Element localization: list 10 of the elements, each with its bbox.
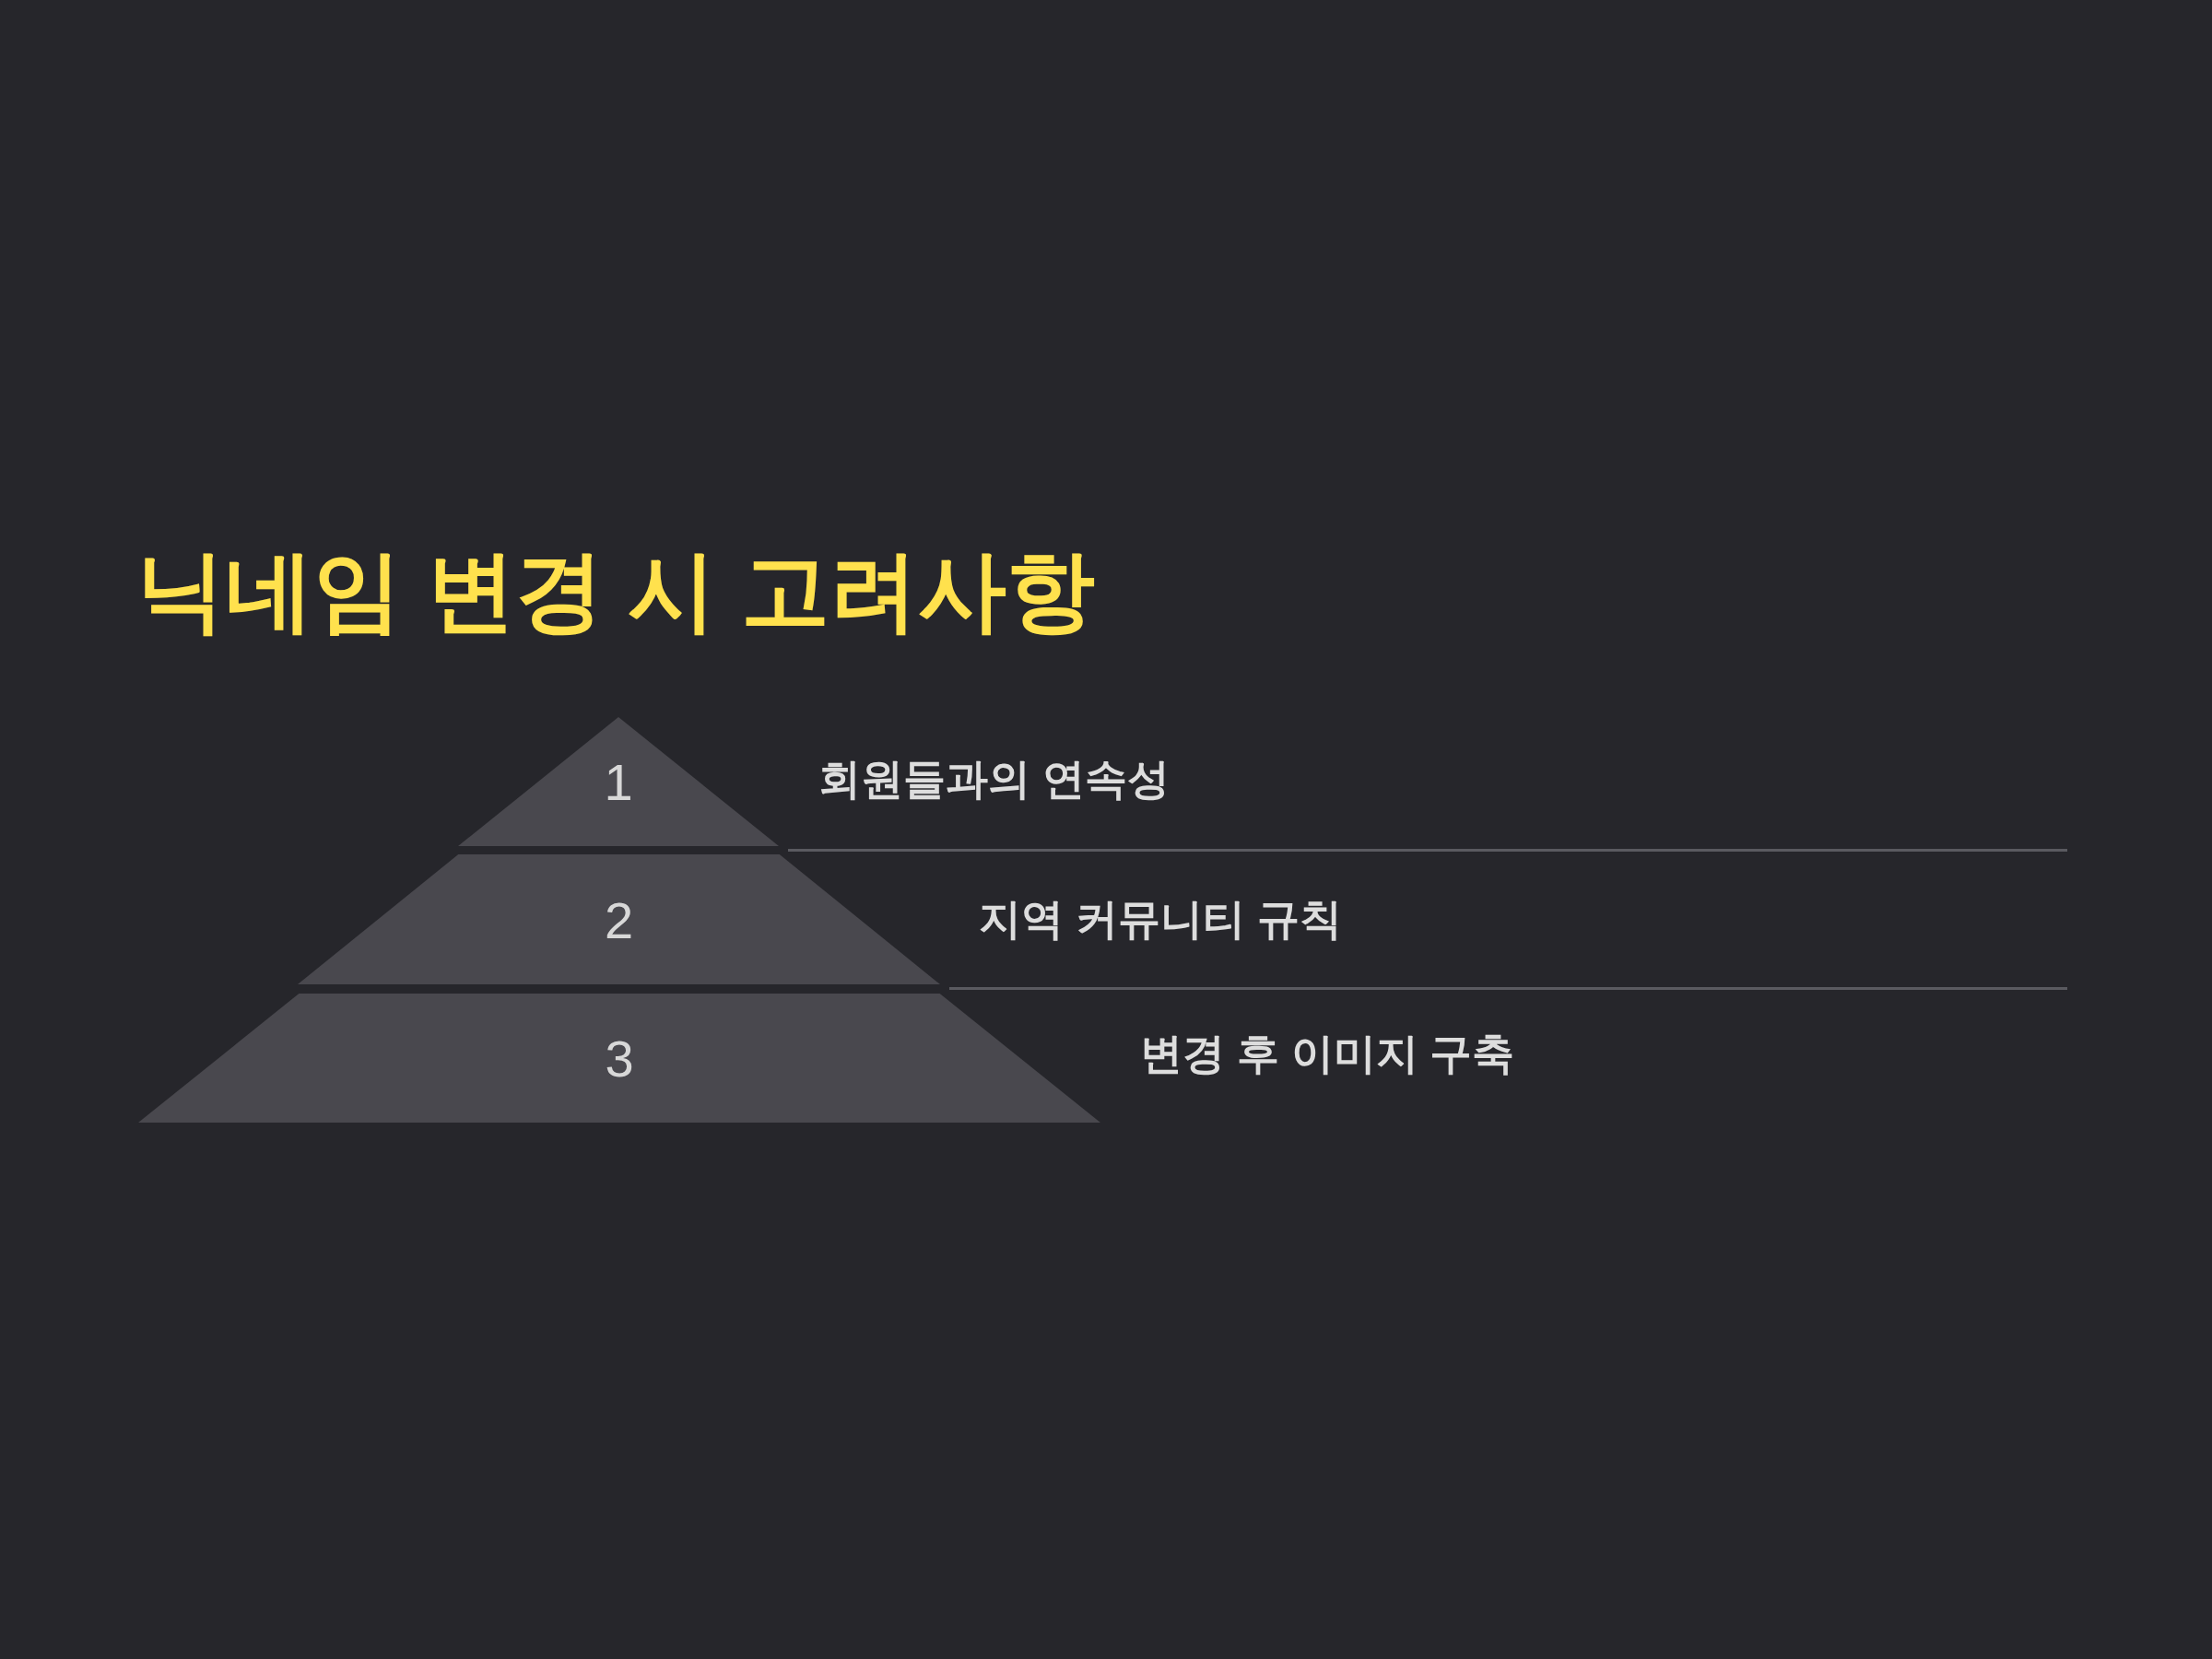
layer-number: 1 [604, 751, 633, 812]
pyramid-layer [138, 994, 1100, 1123]
layer-caption: 지역 커뮤니티 규칙 [979, 894, 1342, 945]
pyramid-layer [298, 854, 940, 984]
slide-title: 닉네임 변경 시 고려사항 [136, 540, 1095, 641]
layer-caption: 회원들과의 연속성 [818, 754, 1170, 805]
pyramid-layer [458, 717, 779, 846]
layer-caption: 변경 후 이미지 구축 [1140, 1029, 1515, 1079]
layer-number: 2 [604, 889, 634, 949]
layer-number: 3 [605, 1028, 634, 1088]
